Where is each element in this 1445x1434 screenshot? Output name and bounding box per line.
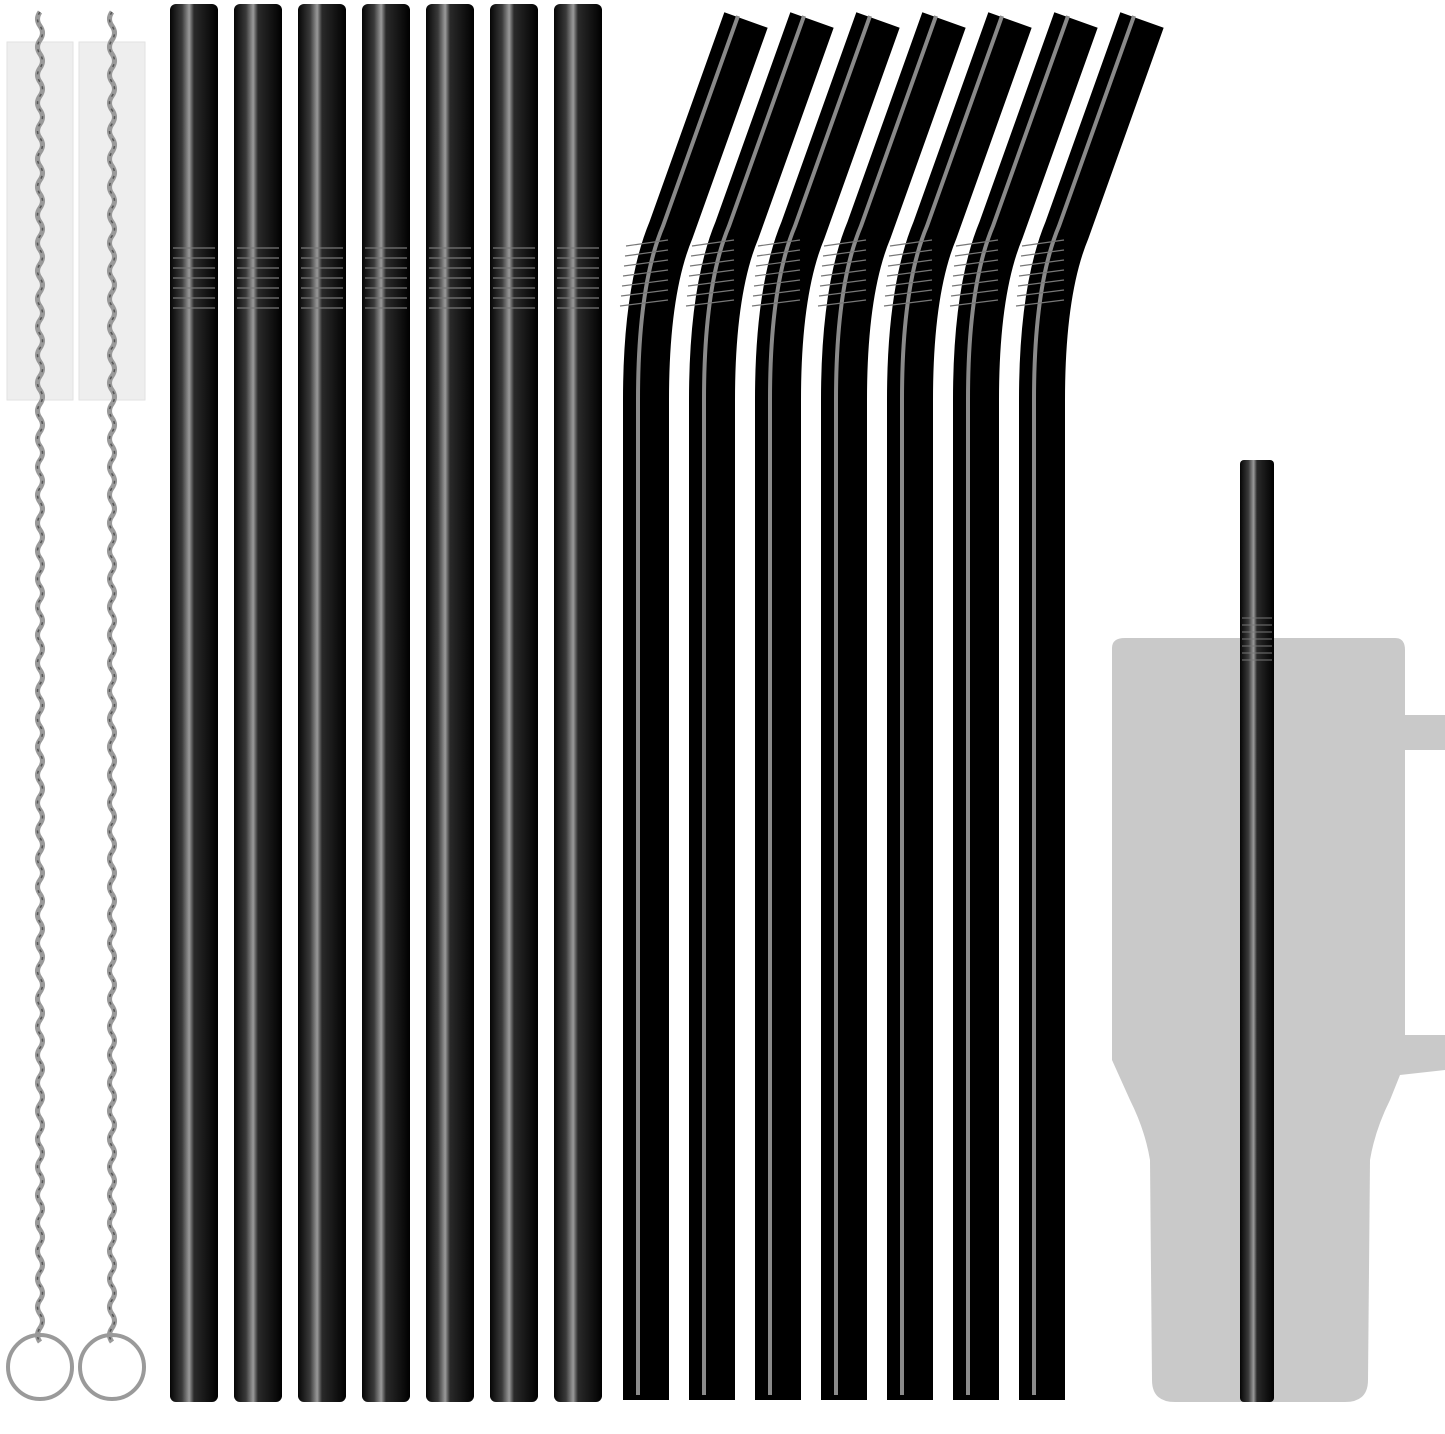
straw-highlight	[636, 15, 740, 1395]
straw-ring	[1018, 269, 1065, 277]
straight-straw-icon	[490, 4, 538, 1402]
bent-straw-icon	[1015, 12, 1164, 1400]
straw-highlight	[966, 15, 1070, 1395]
tumbler-cup-icon	[1112, 638, 1445, 1402]
straight-straw-icon	[170, 4, 218, 1402]
straw-highlight	[900, 15, 1004, 1395]
straight-straw-icon	[234, 4, 282, 1402]
straw-ring	[620, 289, 669, 297]
straw-ring	[1016, 289, 1065, 297]
straw-ring	[621, 279, 669, 287]
cleaning-brush-icon	[78, 10, 146, 1401]
bent-straw-icon	[685, 12, 834, 1400]
straw-ring	[885, 279, 933, 287]
bent-straw-icon	[817, 12, 966, 1400]
straw-highlight	[768, 15, 872, 1395]
bent-straw-icon	[883, 12, 1032, 1400]
straw-body	[426, 4, 474, 1402]
straw-ring	[685, 299, 735, 307]
straw-ring	[755, 259, 801, 267]
straw-highlight	[1032, 15, 1136, 1395]
straw-ring	[1017, 279, 1065, 287]
straw-ring	[752, 289, 801, 297]
straw-ring	[889, 239, 933, 247]
straw-ring	[883, 299, 933, 307]
straw-body	[554, 4, 602, 1402]
straw-body	[490, 4, 538, 1402]
straight-straws-group	[170, 4, 602, 1402]
straw-ring	[951, 279, 999, 287]
straw-highlight	[834, 15, 938, 1395]
straw-ring	[884, 289, 933, 297]
straw-ring	[691, 239, 735, 247]
straw-ring	[821, 259, 867, 267]
brush-loop	[6, 1333, 74, 1401]
straw-body	[362, 4, 410, 1402]
straw-ring	[949, 299, 999, 307]
straw-ring	[823, 239, 867, 247]
straw-ring	[1021, 239, 1065, 247]
cup-body	[1112, 638, 1445, 1402]
straw-ring	[820, 269, 867, 277]
straw-body	[234, 4, 282, 1402]
straw-ring	[619, 299, 669, 307]
straw-ring	[624, 249, 669, 257]
straight-straw-icon	[298, 4, 346, 1402]
straw-ring	[952, 269, 999, 277]
straw-body	[170, 4, 218, 1402]
straw-ring	[686, 289, 735, 297]
brush-wire-twist	[108, 11, 116, 1343]
brush-loop	[78, 1333, 146, 1401]
cleaning-brush-icon	[6, 10, 74, 1401]
straw-ring	[751, 299, 801, 307]
straw-ring	[754, 269, 801, 277]
straw-ring	[1015, 299, 1065, 307]
straw-ring	[953, 259, 999, 267]
straw-ring	[625, 239, 669, 247]
cup-straw-group	[1240, 460, 1274, 1402]
straw-ring	[1019, 259, 1065, 267]
straw-ring	[753, 279, 801, 287]
straw-ring	[623, 259, 669, 267]
straw-ring	[954, 249, 999, 257]
straw-ring	[756, 249, 801, 257]
brushes-group	[6, 10, 146, 1401]
straw-ring	[689, 259, 735, 267]
cup-straw-icon	[1240, 460, 1274, 1402]
straight-straw-icon	[362, 4, 410, 1402]
bent-straw-icon	[751, 12, 900, 1400]
straw-ring	[819, 279, 867, 287]
straw-ring	[886, 269, 933, 277]
bent-straw-icon	[949, 12, 1098, 1400]
straw-ring	[1020, 249, 1065, 257]
straw-body	[298, 4, 346, 1402]
brush-wire-twist	[36, 11, 44, 1343]
straw-ring	[688, 269, 735, 277]
straw-ring	[817, 299, 867, 307]
bent-straws-group	[619, 12, 1164, 1400]
straw-ring	[622, 269, 669, 277]
straight-straw-icon	[426, 4, 474, 1402]
straw-body	[1240, 460, 1274, 1402]
bent-straw-icon	[619, 12, 768, 1400]
straight-straw-icon	[554, 4, 602, 1402]
straw-ring	[822, 249, 867, 257]
straw-ring	[888, 249, 933, 257]
straw-ring	[690, 249, 735, 257]
straw-highlight	[702, 15, 806, 1395]
straw-ring	[887, 259, 933, 267]
straw-ring	[687, 279, 735, 287]
straw-ring	[818, 289, 867, 297]
straw-ring	[950, 289, 999, 297]
straw-ring	[757, 239, 801, 247]
straw-ring	[955, 239, 999, 247]
